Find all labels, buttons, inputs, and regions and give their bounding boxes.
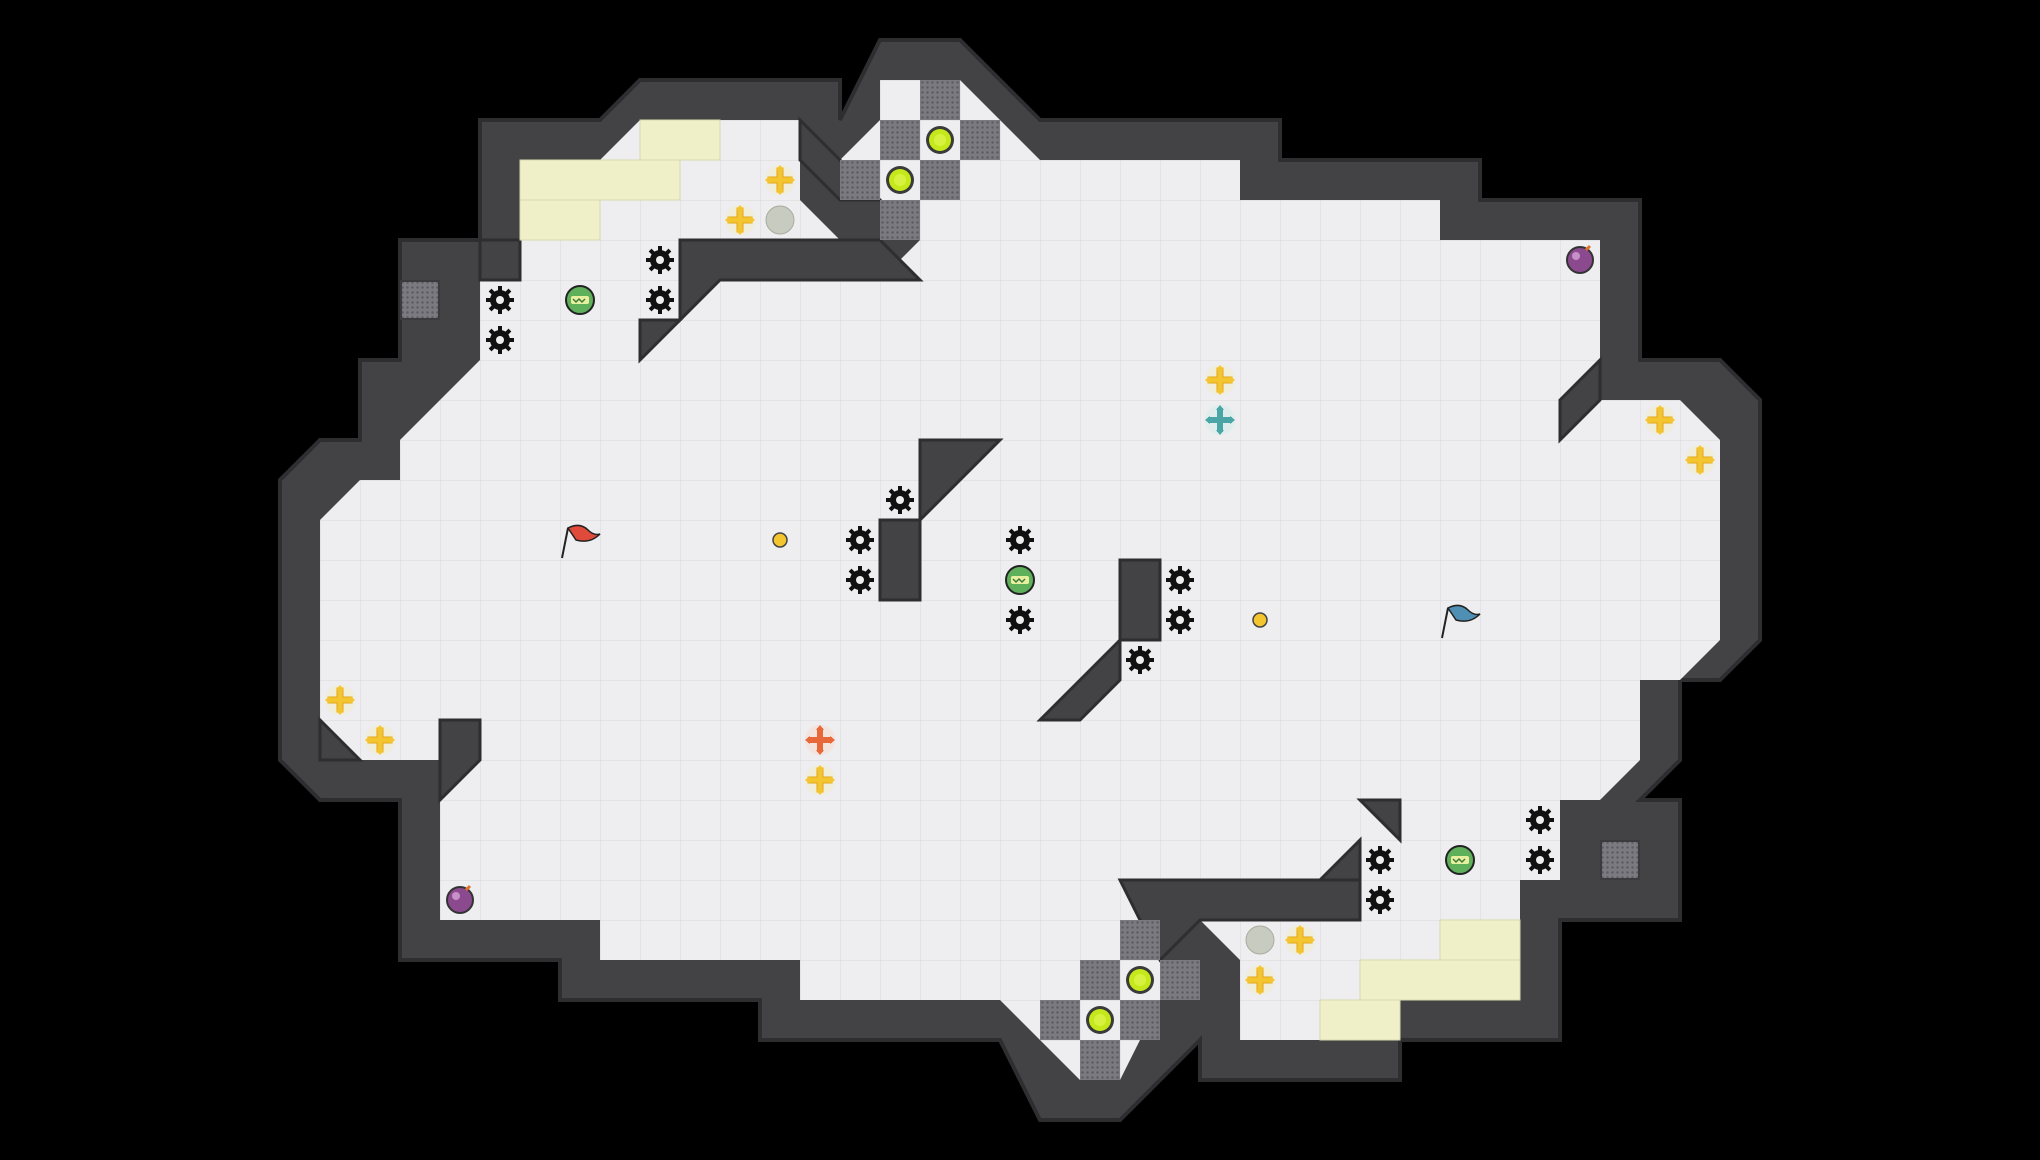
gate-tiles <box>840 80 1200 1080</box>
boost-icon <box>324 684 356 716</box>
boost-icon <box>1644 404 1676 436</box>
spike-gear-icon <box>1006 606 1034 634</box>
boost-icon <box>804 764 836 796</box>
spike-gear-icon <box>1526 806 1554 834</box>
portal-icon <box>1600 840 1640 880</box>
boost-icon <box>764 164 796 196</box>
green-powerup-icon <box>1005 565 1035 595</box>
spike-gear-icon <box>886 486 914 514</box>
spike-gear-icon <box>1006 526 1034 554</box>
interior-walls <box>318 116 1602 963</box>
spike-gear-icon <box>1166 606 1194 634</box>
button-icon <box>886 166 914 194</box>
ball-tokens <box>772 532 1268 628</box>
spike-gear-icon <box>646 286 674 314</box>
red-boost-icon <box>805 725 835 755</box>
boost-icon <box>1244 964 1276 996</box>
red-flag[interactable] <box>561 524 601 559</box>
boost-icon <box>724 204 756 236</box>
teal-boost-icon <box>1205 405 1235 435</box>
boost-icon <box>364 724 396 756</box>
spike-gear-icon <box>1366 886 1394 914</box>
spike-gear-icon <box>646 246 674 274</box>
boost-icon <box>1684 444 1716 476</box>
spike-gear-icon <box>486 326 514 354</box>
boost-icon <box>1204 364 1236 396</box>
bomb-icon <box>1565 244 1595 275</box>
spike-gear-icon <box>846 526 874 554</box>
portal-icon <box>400 280 440 320</box>
boost-icon <box>1284 924 1316 956</box>
pad-tiles <box>519 119 1521 1041</box>
spike-gear-icon <box>846 566 874 594</box>
spike-gear-icon <box>1526 846 1554 874</box>
button-icon <box>1086 1006 1114 1034</box>
spike-gear-icon <box>1126 646 1154 674</box>
spike-gear-icon <box>486 286 514 314</box>
button-icon <box>926 126 954 154</box>
spike-gear-icon <box>1366 846 1394 874</box>
spike-gear-icon <box>1166 566 1194 594</box>
green-powerup-icon <box>565 285 595 315</box>
bomb-icon <box>445 884 475 915</box>
blue-flag[interactable] <box>1441 604 1481 639</box>
green-powerup-icon <box>1445 845 1475 875</box>
button-icon <box>1126 966 1154 994</box>
